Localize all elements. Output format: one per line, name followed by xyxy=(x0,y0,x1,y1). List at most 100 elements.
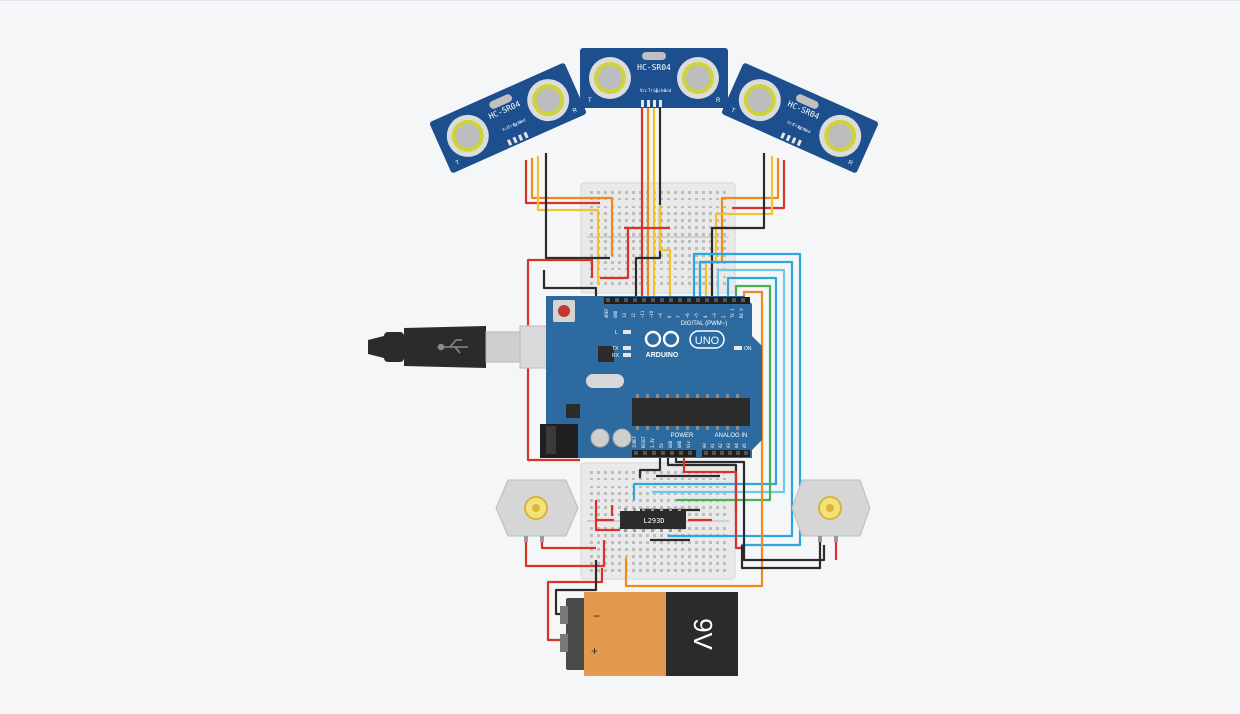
sensor-pin-label: Trig xyxy=(648,88,658,93)
wires[interactable] xyxy=(524,108,838,642)
sensor-pin-label: Echo xyxy=(512,119,523,128)
header-pin-hole[interactable] xyxy=(643,451,647,455)
battery-plus: + xyxy=(591,644,598,658)
header-pin-hole[interactable] xyxy=(678,298,682,302)
header-pin-hole[interactable] xyxy=(744,451,748,455)
header-pin-hole[interactable] xyxy=(679,451,683,455)
arduino-uno-board[interactable]: ARDUINO UNO DIGITAL (PWM~) POWER ANALOG … xyxy=(540,296,762,458)
header-pin-hole[interactable] xyxy=(712,451,716,455)
pin-label-gnd: GND xyxy=(668,440,673,448)
wire-right-sensor-vcc xyxy=(732,160,786,210)
header-pin-hole[interactable] xyxy=(688,451,692,455)
wire-left-motor-1 xyxy=(524,540,606,568)
header-pin-hole[interactable] xyxy=(704,451,708,455)
arduino-brand: ARDUINO xyxy=(646,352,679,359)
wire-5v-left-rail xyxy=(526,258,594,462)
sensor-pin-label: Gnd xyxy=(664,88,672,93)
header-pin-hole[interactable] xyxy=(624,298,628,302)
pin-label-12: 12 xyxy=(631,313,636,318)
header-pin-hole[interactable] xyxy=(651,298,655,302)
pin-label-aref: AREF xyxy=(604,308,609,318)
header-pin-hole[interactable] xyxy=(606,298,610,302)
wire-left-sensor-echo xyxy=(536,156,600,285)
header-pin-hole[interactable] xyxy=(660,298,664,302)
header-pin-hole[interactable] xyxy=(670,451,674,455)
pin-label--11: ~11 xyxy=(640,310,645,318)
pin-label-gnd: GND xyxy=(677,440,682,448)
ultrasonic-sensor-left[interactable]: HC-SR04 T R Vcc Trig Echo Gnd xyxy=(429,62,587,173)
sensor-pin-label: Gnd xyxy=(803,127,812,135)
wire-pin-to-driver-4 xyxy=(632,276,778,500)
battery-label: 9V xyxy=(688,618,718,650)
pin-label-a3: A3 xyxy=(726,443,731,448)
pin-label-gnd: GND xyxy=(613,310,618,318)
header-pin-hole[interactable] xyxy=(633,298,637,302)
led-tx: TX xyxy=(612,346,631,352)
sensor-pin-label: Vcc xyxy=(640,88,648,93)
sensor-pin-label: Vcc xyxy=(501,124,510,132)
pin-label-vin: Vin xyxy=(686,440,691,448)
sensor-pin-label: Gnd xyxy=(518,117,527,125)
pin-label--10: ~10 xyxy=(649,310,654,318)
wire-pin-to-driver-1 xyxy=(692,252,802,547)
header-pin-hole[interactable] xyxy=(720,451,724,455)
wire-battery-negative xyxy=(554,560,598,616)
reset-button[interactable] xyxy=(553,300,575,322)
sensor-pin-label: Echo xyxy=(656,88,666,93)
l293d-motor-driver[interactable]: L293D xyxy=(620,508,686,532)
led-rx: RX xyxy=(612,353,631,359)
wire-left-sensor-trig xyxy=(530,158,614,256)
wire-right-sensor-gnd xyxy=(710,153,766,300)
pin-label-reset: RESET xyxy=(641,435,646,448)
pin-label-3-3v: 3.3V xyxy=(650,438,655,448)
wire-pin-to-driver-5 xyxy=(676,284,772,502)
pin-label-4: 4 xyxy=(703,315,708,318)
sensor-pin-label: Trig xyxy=(792,122,803,131)
header-pin-hole[interactable] xyxy=(696,298,700,302)
digital-header-label: DIGITAL (PWM~) xyxy=(681,321,728,327)
svg-text:RX: RX xyxy=(612,353,620,359)
pin-label-5v: 5V xyxy=(659,443,664,448)
header-pin-hole[interactable] xyxy=(642,298,646,302)
wire-pin-to-driver-3 xyxy=(652,268,786,494)
header-pin-hole[interactable] xyxy=(669,298,673,302)
ultrasonic-sensor-right[interactable]: HC-SR04 T R Vcc Trig Echo Gnd xyxy=(721,62,879,173)
sensor-letter-t: T xyxy=(730,108,736,115)
header-pin-hole[interactable] xyxy=(615,298,619,302)
driver-label: L293D xyxy=(643,517,664,525)
sensor-letter-r: R xyxy=(572,107,579,115)
battery-minus: − xyxy=(593,609,600,623)
pin-label-a1: A1 xyxy=(710,443,715,448)
usb-cable[interactable] xyxy=(368,325,551,369)
wire-battery-positive xyxy=(546,568,604,642)
battery-9v[interactable]: − + 9V xyxy=(560,592,738,676)
header-pin-hole[interactable] xyxy=(634,451,638,455)
header-pin-hole[interactable] xyxy=(714,298,718,302)
ultrasonic-sensor-center[interactable]: HC-SR04 T R Vcc Trig Echo Gnd xyxy=(580,48,728,108)
pin-label-a0: A0 xyxy=(702,443,707,448)
arduino-model: UNO xyxy=(695,335,720,347)
pin-label--6: ~6 xyxy=(685,313,690,318)
header-pin-hole[interactable] xyxy=(661,451,665,455)
header-pin-hole[interactable] xyxy=(687,298,691,302)
dc-motor-left[interactable] xyxy=(495,479,579,542)
pin-label-tx-1: TX 1 xyxy=(730,308,735,318)
header-pin-hole[interactable] xyxy=(652,451,656,455)
header-pin-hole[interactable] xyxy=(732,298,736,302)
sensor-pin-label: Echo xyxy=(797,124,808,133)
wire-left-sensor-vcc xyxy=(524,160,600,205)
wire-right-sensor-echo xyxy=(714,156,774,262)
wire-left-sensor-gnd xyxy=(544,153,610,260)
pin-label-rx-0: RX 0 xyxy=(739,308,744,318)
dc-motor-right[interactable] xyxy=(791,479,871,542)
header-pin-hole[interactable] xyxy=(728,451,732,455)
header-pin-hole[interactable] xyxy=(741,298,745,302)
header-pin-hole[interactable] xyxy=(736,451,740,455)
pin-label--9: ~9 xyxy=(658,313,663,318)
header-pin-hole[interactable] xyxy=(705,298,709,302)
header-pin-hole[interactable] xyxy=(723,298,727,302)
